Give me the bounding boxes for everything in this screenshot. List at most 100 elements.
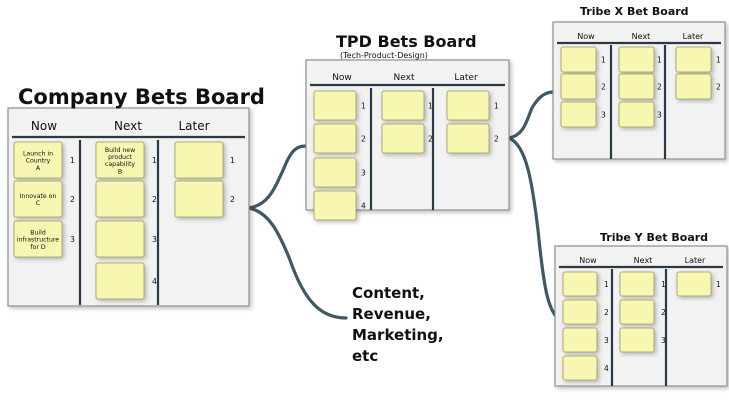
bet-card-later-2: 2 <box>446 123 499 154</box>
card-text: Build new <box>105 147 135 154</box>
sticky-note <box>618 73 655 100</box>
board-title: TPD Bets Board <box>336 32 477 51</box>
bet-card-next-4: 4 <box>95 262 157 300</box>
bet-card-now-1: 1 <box>560 46 606 73</box>
sticky-note <box>13 141 63 179</box>
sticky-note <box>13 220 63 258</box>
sticky-note <box>619 299 655 325</box>
priority-number: 4 <box>604 364 609 373</box>
priority-number: 1 <box>716 56 721 65</box>
priority-number: 4 <box>152 277 157 286</box>
priority-number: 3 <box>661 336 666 345</box>
card-text: Launch in <box>23 150 53 157</box>
sticky-note <box>560 46 597 73</box>
bet-card-next-2: 2 <box>618 73 662 100</box>
card-text: for D <box>30 244 45 251</box>
bet-card-later-2: 2 <box>675 73 721 100</box>
bet-card-now-4: 4 <box>313 190 366 221</box>
bet-card-later-2: 2 <box>174 180 235 218</box>
priority-number: 2 <box>361 135 366 144</box>
sticky-note <box>675 46 712 73</box>
bet-card-next-1: 1 <box>618 46 662 73</box>
priority-number: 2 <box>661 308 666 317</box>
board-title: Company Bets Board <box>18 85 265 109</box>
sticky-note <box>560 73 597 100</box>
card-text: capability <box>105 161 135 168</box>
other-areas-line: Marketing, <box>352 326 444 344</box>
priority-number: 1 <box>604 280 609 289</box>
column-header-later: Later <box>685 256 706 265</box>
sticky-note <box>560 101 597 128</box>
priority-number: 3 <box>601 111 606 120</box>
column-header-later: Later <box>683 32 704 41</box>
bet-card-now-2: 2 <box>562 299 609 325</box>
sticky-note <box>446 90 490 121</box>
sticky-note <box>676 271 712 297</box>
bet-card-later-1: 1 <box>676 271 721 297</box>
bet-card-next-3: 3 <box>95 220 157 258</box>
card-text: C <box>36 200 40 207</box>
priority-number: 1 <box>428 102 433 111</box>
bet-card-later-1: 1 <box>446 90 499 121</box>
priority-number: 2 <box>716 83 721 92</box>
priority-number: 1 <box>70 156 75 165</box>
sticky-note <box>13 180 63 218</box>
card-text: Innovate on <box>20 193 57 200</box>
bet-card-later-1: 1 <box>675 46 721 73</box>
bet-card-now-1: 1 <box>313 90 366 121</box>
priority-number: 2 <box>604 308 609 317</box>
bet-card-next-1: 1 <box>619 271 666 297</box>
sticky-note <box>174 141 224 179</box>
sticky-note <box>619 271 655 297</box>
sticky-note <box>446 123 490 154</box>
column-header-next: Next <box>114 119 142 133</box>
sticky-note <box>313 90 357 121</box>
priority-number: 2 <box>494 135 499 144</box>
priority-number: 1 <box>152 156 157 165</box>
priority-number: 2 <box>428 135 433 144</box>
sticky-note <box>95 262 145 300</box>
priority-number: 2 <box>601 83 606 92</box>
sticky-note <box>381 123 425 154</box>
bet-card-later-1: 1 <box>174 141 235 179</box>
priority-number: 2 <box>70 195 75 204</box>
sticky-note <box>562 299 598 325</box>
sticky-note <box>313 190 357 221</box>
other-areas-line: Content, <box>352 284 425 302</box>
column-header-now: Now <box>31 119 57 133</box>
sticky-note <box>619 327 655 353</box>
sticky-note <box>618 46 655 73</box>
priority-number: 1 <box>601 56 606 65</box>
card-text: Build <box>30 229 46 236</box>
sticky-note <box>95 180 145 218</box>
connector-branch-1 <box>247 144 308 210</box>
connector-branch-3 <box>507 90 555 140</box>
sticky-note <box>313 157 357 188</box>
priority-number: 1 <box>494 102 499 111</box>
card-text: product <box>108 154 132 161</box>
priority-number: 2 <box>230 195 235 204</box>
priority-number: 1 <box>230 156 235 165</box>
priority-number: 1 <box>716 280 721 289</box>
bet-card-now-2: Innovate onC 2 <box>13 180 75 218</box>
connector-branch-4 <box>507 136 557 317</box>
column-header-now: Now <box>579 256 597 265</box>
priority-number: 2 <box>657 83 662 92</box>
priority-number: 3 <box>361 169 366 178</box>
priority-number: 3 <box>604 336 609 345</box>
bet-card-now-3: 3 <box>562 327 609 353</box>
card-text: Country <box>26 158 51 165</box>
sticky-note <box>562 355 598 381</box>
board-title: Tribe Y Bet Board <box>600 231 708 244</box>
column-header-later: Later <box>178 119 209 133</box>
connector-lines <box>247 90 557 320</box>
column-header-now: Now <box>332 73 352 83</box>
priority-number: 1 <box>361 102 366 111</box>
card-text: infrastructure <box>17 237 59 244</box>
column-header-next: Next <box>632 32 651 41</box>
sticky-note <box>95 220 145 258</box>
